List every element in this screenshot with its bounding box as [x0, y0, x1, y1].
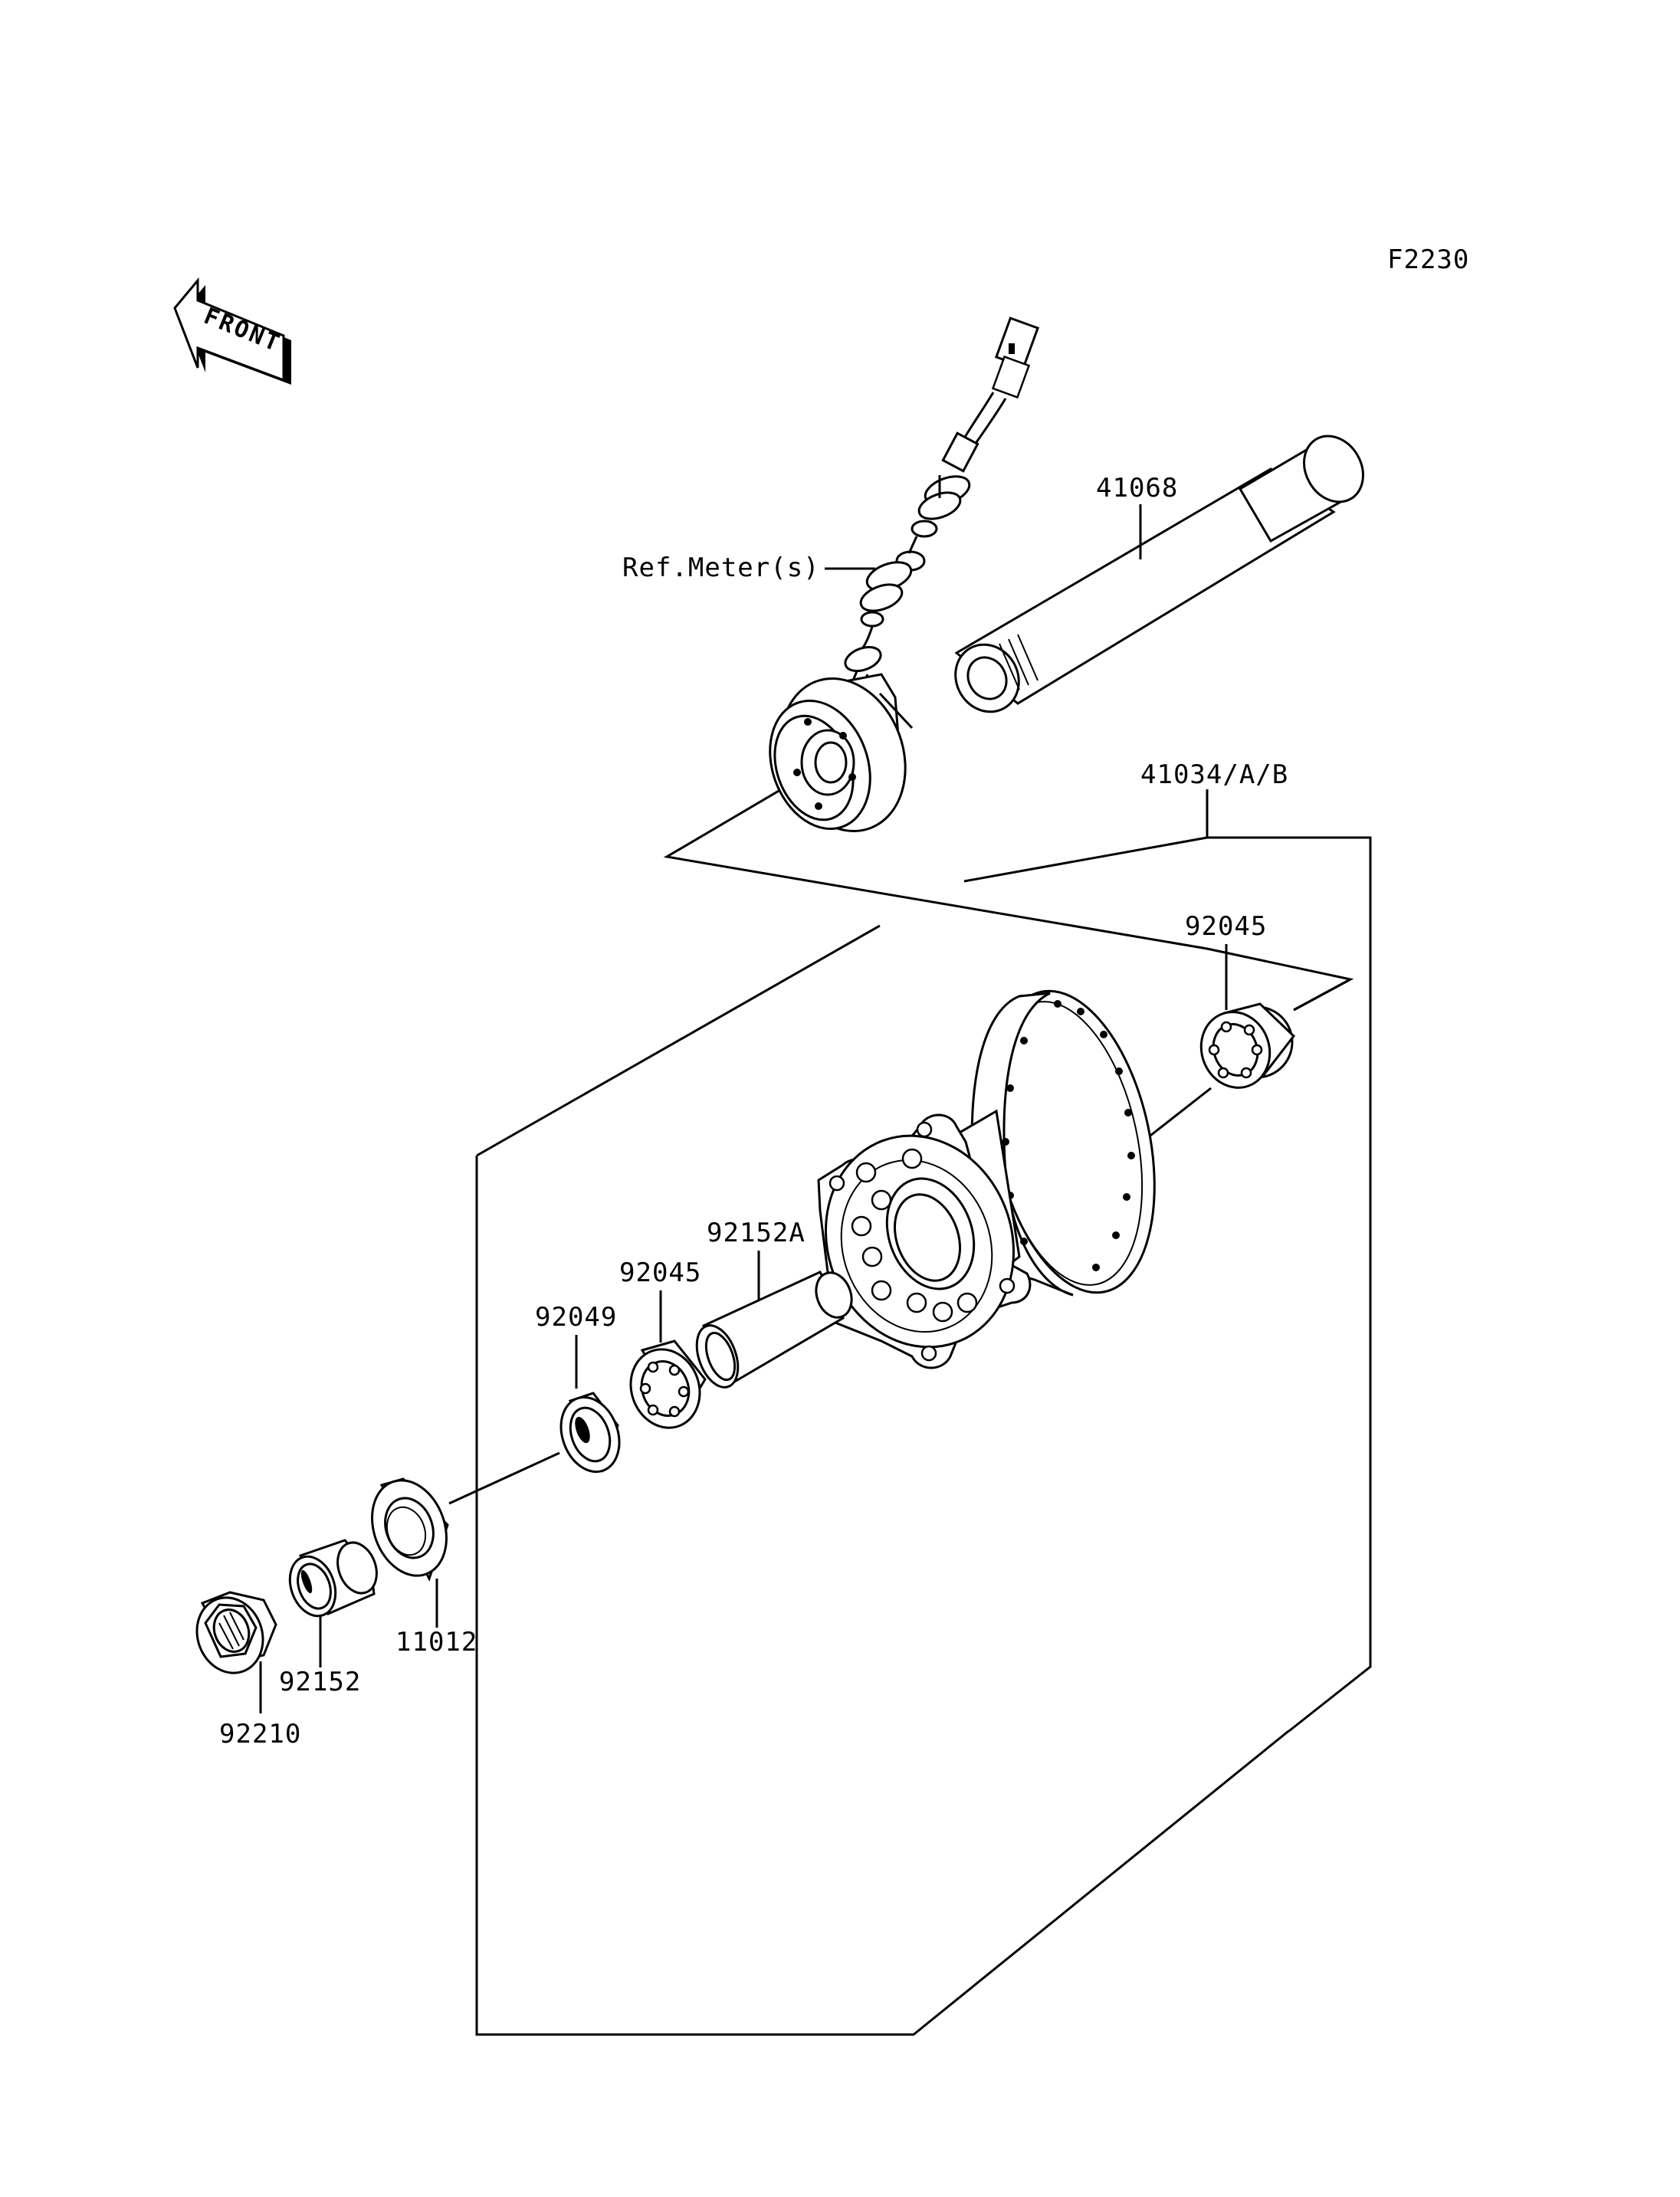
label-bearing-right: 92045: [1185, 911, 1267, 942]
label-axle: 41068: [1096, 473, 1178, 503]
label-collar: 92152: [279, 1667, 361, 1697]
axle-nut-92210: [195, 1591, 277, 1674]
label-ref-meter: Ref.Meter(s): [622, 553, 820, 583]
collar-plate-11012: [371, 1477, 449, 1582]
bearing-right-92045: [1199, 1002, 1296, 1089]
oil-seal-92049: [559, 1392, 621, 1474]
front-direction-arrow-icon: FRONT: [173, 277, 291, 385]
front-axle-41068: [954, 434, 1364, 713]
label-collar-plate: 11012: [395, 1627, 477, 1658]
label-seal: 92049: [535, 1302, 617, 1333]
bearing-left-92045: [629, 1340, 707, 1429]
label-spacer-center: 92152A: [707, 1218, 806, 1248]
collar-92152: [288, 1539, 378, 1618]
label-hub-assy: 41034/A/B: [1140, 759, 1288, 790]
label-nut: 92210: [219, 1719, 301, 1749]
figure-code: F2230: [1387, 244, 1469, 275]
speedometer-gearbox: [769, 316, 1040, 832]
center-spacer-92152A: [695, 1271, 853, 1389]
wheel-hub: [817, 989, 1156, 1369]
hub-assembly-outline: [475, 779, 1372, 2036]
label-bearing-left: 92045: [619, 1258, 701, 1288]
